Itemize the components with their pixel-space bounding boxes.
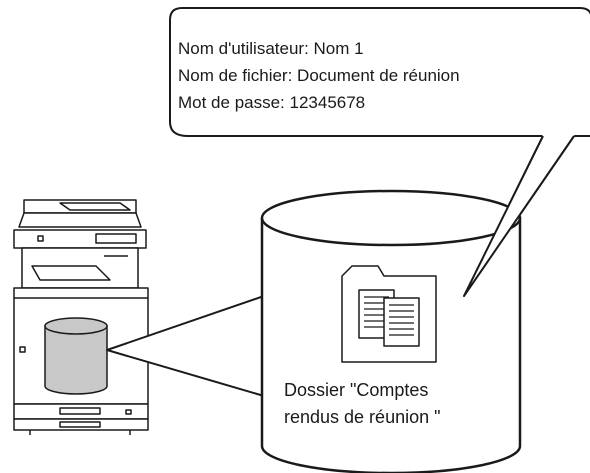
speech-bubble-shape [169, 7, 590, 297]
hard-disk-cylinder-icon [44, 317, 108, 395]
folder-label-line-2: rendus de réunion " [284, 407, 441, 427]
callout-line-filename: Nom de fichier: Document de réunion [178, 66, 460, 85]
speech-bubble-tail-edge [463, 135, 575, 297]
callout-line-user: Nom d'utilisateur: Nom 1 [178, 39, 364, 58]
folder-with-documents-icon [341, 265, 437, 363]
folder-label-line-1: Dossier "Comptes [284, 380, 428, 400]
speech-bubble-callout: Nom d'utilisateur: Nom 1 Nom de fichier:… [169, 7, 590, 297]
callout-line-password: Mot de passe: 12345678 [178, 93, 365, 112]
